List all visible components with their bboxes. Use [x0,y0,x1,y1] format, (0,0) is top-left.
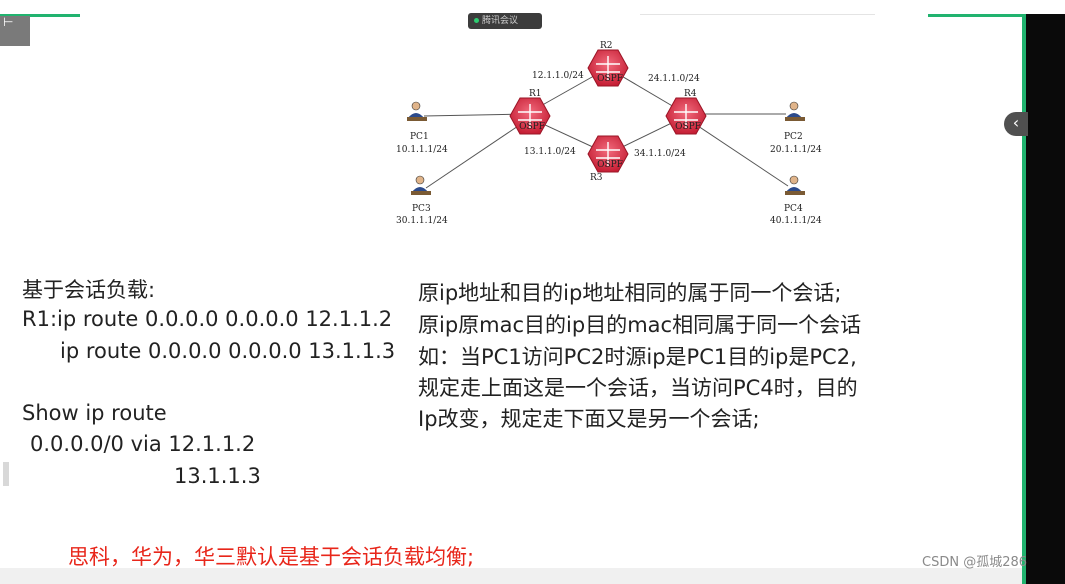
router-r4: OSPF [665,97,707,135]
pc2-ip: 20.1.1.1/24 [770,145,822,155]
route-command-1: R1:ip route 0.0.0.0 0.0.0.0 12.1.1.2 [22,307,393,331]
pc3-icon [411,175,431,195]
left-scroll-mark [3,462,9,486]
collapse-panel-button[interactable]: ‹ [1004,112,1028,136]
pc2-icon [785,101,805,121]
top-accent-left [0,14,80,17]
link-r1-r3-label: 13.1.1.0/24 [524,147,576,157]
router-arrows-icon [596,56,620,80]
router-badge: OSPF [675,122,701,132]
router-r4-label: R4 [684,89,697,99]
router-r2-label: R2 [600,41,613,51]
link-r3-r4-label: 34.1.1.0/24 [634,149,686,159]
link-r1-r2-label: 12.1.1.0/24 [532,71,584,81]
pc2-name: PC2 [784,132,803,142]
pc4-ip: 40.1.1.1/24 [770,216,822,226]
router-r2: OSPF [587,49,629,87]
right-side-panel [1026,14,1065,584]
status-dot-icon [474,18,479,23]
chevron-left-icon: ‹ [1012,113,1020,132]
router-r3-label: R3 [590,173,603,183]
top-accent-right [928,14,1023,17]
meeting-badge[interactable]: 腾讯会议 [468,13,542,29]
pc3-ip: 30.1.1.1/24 [396,216,448,226]
bottom-strip [0,568,1022,584]
meeting-label: 腾讯会议 [482,16,519,26]
route-output-via: 0.0.0.0/0 via 12.1.1.2 [30,432,256,456]
network-topology: OSPF OSPF OSPF OSPF [390,38,830,266]
pc4-name: PC4 [784,204,803,214]
route-output-via2: 13.1.1.3 [174,464,261,488]
explanation-line-5: Ip改变，规定走下面又是另一个会话; [418,407,760,431]
topology-svg: OSPF OSPF OSPF OSPF [396,41,822,266]
link-pc3-r1 [425,117,531,189]
explanation-line-3: 如：当PC1访问PC2时源ip是PC1目的ip是PC2, [418,345,857,369]
right-accent-bar [1022,14,1026,584]
csdn-watermark: CSDN @孤城286 [922,555,1028,570]
explanation-line-1: 原ip地址和目的ip地址相同的属于同一个会话; [418,281,842,305]
route-command-2: ip route 0.0.0.0 0.0.0.0 13.1.1.3 [60,339,396,363]
router-r1: OSPF [509,97,551,135]
pc1-icon [407,101,427,121]
router-badge: OSPF [597,74,623,84]
pc4-icon [785,175,805,195]
explanation-line-4: 规定走上面这是一个会话，当访问PC4时，目的 [418,376,858,400]
router-r1-label: R1 [529,89,542,99]
router-r3: OSPF [587,135,629,173]
default-vendor-note: 思科，华为，华三默认是基于会话负载均衡; [68,545,475,569]
pc1-ip: 10.1.1.1/24 [396,145,448,155]
pc3-name: PC3 [412,204,431,214]
router-badge: OSPF [519,122,545,132]
router-badge: OSPF [597,160,623,170]
link-r2-r4-label: 24.1.1.0/24 [648,74,700,84]
show-ip-route-command: Show ip route [22,401,167,425]
session-load-heading: 基于会话负载: [22,278,156,302]
explanation-line-2: 原ip原mac目的ip目的mac相同属于同一个会话 [418,313,862,337]
pc1-name: PC1 [410,132,429,142]
router-arrows-icon [518,104,542,128]
router-arrows-icon [596,142,620,166]
router-arrows-icon [674,104,698,128]
corner-menu-button[interactable]: ⊢ [0,16,30,46]
link-r4-pc4 [685,117,789,187]
top-divider [640,14,875,15]
